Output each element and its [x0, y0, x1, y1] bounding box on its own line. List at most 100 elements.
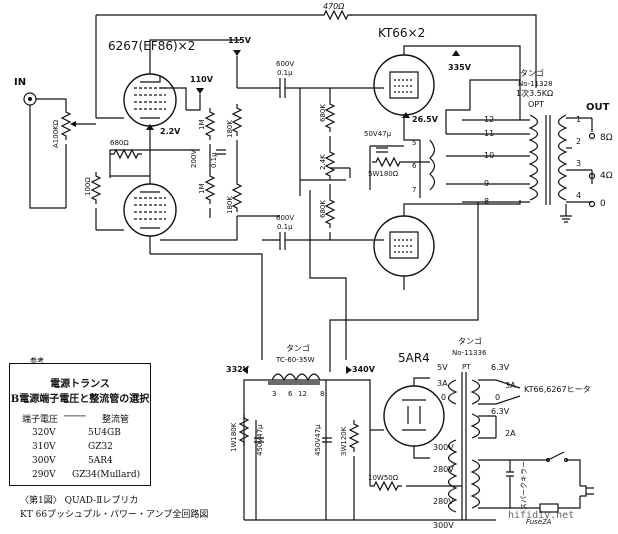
opt-pin-1: 1 [566, 115, 592, 124]
out-label: OUT [586, 102, 610, 113]
label-5v: 5V [437, 363, 448, 372]
resistor-2-4k [325, 147, 335, 181]
ref-row-t-1: GZ32 [88, 442, 113, 452]
label-5w180: 5W180Ω [368, 170, 399, 178]
label-2-4k: 2.4K [319, 154, 327, 170]
out-terminal-0 [588, 200, 596, 208]
ref-tag: 参考 [28, 356, 46, 366]
label-450-47-b: 450V47μ [314, 424, 322, 456]
svg-text:4: 4 [576, 191, 581, 200]
label-cath-7: 7 [412, 186, 416, 194]
label-3a-r: 3A [505, 381, 516, 390]
cap-450-47-b [322, 420, 332, 460]
label-332v: 332V [226, 365, 250, 374]
tube-kt66-top [373, 45, 521, 120]
label-470: 470Ω [323, 2, 345, 11]
resistor-180k-b [232, 179, 242, 213]
label-340v: 340V [352, 365, 376, 374]
watermark: hifidiy.net [508, 510, 575, 521]
label-600-top: 600V [276, 60, 294, 68]
resistor-1m-a [205, 107, 215, 141]
label-200v: 200V [190, 150, 198, 168]
label-2a: 2A [505, 429, 516, 438]
rectifier-label: 5AR4 [398, 351, 430, 365]
ref-head-right: 整流管 [102, 415, 130, 425]
ref-row-v-0: 320V [32, 428, 56, 438]
feedback-wire [95, 14, 537, 118]
input-tube-label: 6267(EF86)×2 [108, 39, 195, 53]
fuse-2a [530, 496, 581, 513]
label-280v-b: 280V [433, 497, 454, 506]
label-680k-a: 680K [319, 104, 327, 122]
label-1m-a: 1M [198, 120, 206, 131]
spark-killer [506, 460, 514, 508]
choke-pin-3: 3 [272, 390, 276, 398]
label-100: 100Ω [84, 177, 92, 196]
label-cath-5: 5 [412, 139, 416, 147]
label-0-r: 0 [495, 393, 500, 402]
resistor-1m-b [205, 171, 215, 205]
label-180k-b: 180K [226, 196, 234, 214]
figure-caption: 〈第1図〉 QUAD-Ⅱレプリカ KT 66プッシュプル・パワー・アンプ全回路図 [20, 494, 208, 522]
ref-row-t-2: 5AR4 [88, 456, 113, 466]
label-100k-vol: A100KΩ [52, 119, 60, 148]
resistor-680k-a [325, 99, 335, 133]
label-335v: 335V [448, 63, 472, 72]
cap-coupling-bot [262, 232, 384, 250]
out-0-label: 0 [600, 199, 606, 209]
tube-kt66-bottom [373, 200, 521, 290]
tube-5ar4 [383, 377, 445, 447]
pt-tag: PT [462, 363, 471, 371]
out-terminal-4 [588, 172, 596, 180]
choke-pin-8: 8 [320, 390, 324, 398]
label-1w180k: 1W180K [230, 422, 238, 452]
label-300v-b: 300V [433, 521, 454, 530]
label-0-l: 0 [441, 393, 446, 402]
label-01-top: 0.1μ [277, 69, 293, 77]
svg-text:3: 3 [576, 159, 581, 168]
svg-text:1: 1 [576, 115, 581, 124]
label-01-bot: 0.1μ [277, 223, 293, 231]
label-cath-6: 6 [412, 162, 417, 170]
resistor-680k-b [325, 195, 335, 229]
label-fuse: Fuse2A [526, 518, 552, 526]
label-680: 680Ω [110, 139, 129, 147]
volume-pot [61, 107, 71, 141]
pt-tango: タンゴ [458, 336, 482, 346]
resistor-680 [109, 149, 143, 159]
input-jack [23, 92, 67, 209]
label-6-3b: 6.3V [491, 407, 510, 416]
resistor-100 [91, 171, 101, 205]
ref-row-t-0: 5U4GB [88, 428, 121, 438]
label-115v: 115V [228, 36, 252, 45]
ref-head-left: 端子電圧 [22, 415, 59, 425]
resistor-10w50 [369, 481, 403, 491]
caption-line-1: 〈第1図〉 QUAD-Ⅱレプリカ [20, 496, 139, 506]
in-label: IN [14, 77, 26, 88]
label-680k-b: 680K [319, 200, 327, 218]
label-600-bot: 600V [276, 214, 294, 222]
resistor-5w180 [371, 157, 405, 167]
choke-tc60 [262, 373, 324, 385]
label-280v-a: 280V [433, 465, 454, 474]
choke-model: TC-60-35W [275, 356, 315, 364]
ref-table: 電源トランス B電源端子電圧と整流管の選択 端子電圧 ──── 整流管 320V… [9, 363, 151, 486]
label-10w50: 10W50Ω [368, 474, 399, 482]
resistor-470 [319, 10, 353, 20]
resistor-180k-a [232, 103, 242, 137]
mains-plug [580, 485, 594, 497]
ref-row-v-2: 300V [32, 456, 56, 466]
power-transformer [447, 372, 481, 520]
svg-text:2: 2 [576, 137, 581, 146]
ref-title-2: B電源端子電圧と整流管の選択 [10, 394, 150, 405]
opt-pin-2: 2 [566, 137, 581, 149]
ref-row-v-1: 310V [32, 442, 56, 452]
power-switch [530, 451, 581, 486]
pt-model: No-11336 [452, 349, 487, 357]
choke-pin-6: 6 [288, 390, 293, 398]
label-sparkq: スパークキラー [520, 461, 528, 510]
caption-line-2: KT 66プッシュプル・パワー・アンプ全回路図 [20, 510, 209, 520]
opt-spec: 1次3.5KΩ [516, 88, 553, 98]
label-300v-a: 300V [433, 443, 454, 452]
